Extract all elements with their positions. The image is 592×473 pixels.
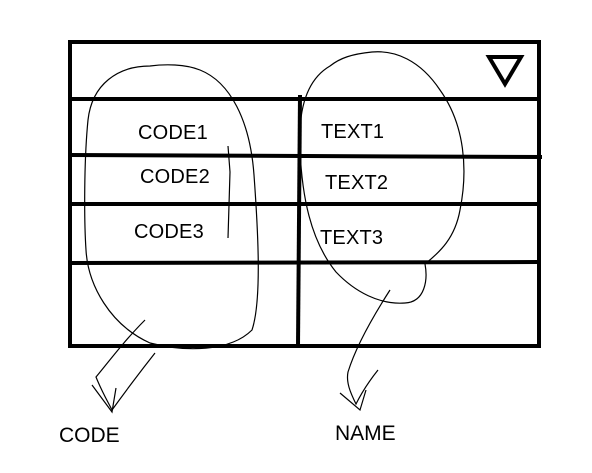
dropdown-frame bbox=[68, 40, 541, 348]
code-arrow-head bbox=[91, 384, 117, 414]
dropdown-toggle-button[interactable] bbox=[478, 48, 530, 92]
row-divider bbox=[69, 153, 543, 159]
row-code[interactable]: CODE1 bbox=[138, 122, 208, 144]
code-column-loop bbox=[84, 64, 259, 350]
code-scribble bbox=[227, 145, 231, 239]
row-code[interactable] bbox=[74, 266, 296, 343]
code-arrow-line bbox=[95, 319, 156, 412]
row-code[interactable]: CODE3 bbox=[134, 221, 204, 243]
row-name[interactable] bbox=[302, 266, 536, 343]
name-arrow-line bbox=[346, 289, 391, 406]
triangle-down-icon bbox=[485, 55, 525, 88]
name-arrow-head bbox=[339, 389, 367, 412]
row-divider bbox=[69, 260, 540, 265]
name-column-loop bbox=[299, 51, 465, 304]
row-name[interactable]: TEXT1 bbox=[321, 121, 385, 143]
name-caption: NAME bbox=[335, 422, 396, 445]
row-name[interactable]: TEXT3 bbox=[320, 227, 384, 249]
row-code[interactable]: CODE2 bbox=[140, 166, 210, 188]
code-caption: CODE bbox=[59, 424, 120, 447]
row-name[interactable]: TEXT2 bbox=[325, 172, 389, 194]
